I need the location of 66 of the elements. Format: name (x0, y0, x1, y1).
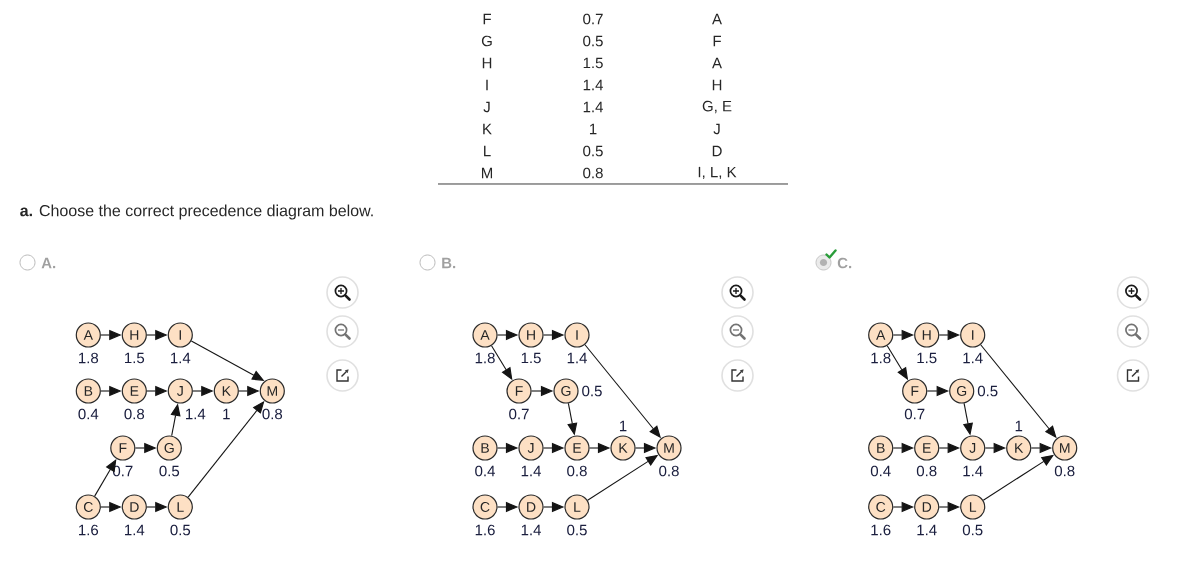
duration-label: 1.4 (963, 465, 983, 477)
duration-label: 1.4 (125, 524, 145, 536)
duration-label: 1.8 (79, 352, 99, 364)
table-cell: 0.7 (583, 13, 603, 25)
table-cell: 1 (590, 123, 597, 135)
table-cell: D (712, 145, 722, 157)
table-cell: 0.5 (583, 35, 603, 47)
duration-label: 0.7 (904, 408, 925, 420)
table-cell: L (484, 145, 491, 157)
table-cell: A (712, 13, 722, 25)
duration-label: 0.8 (659, 465, 679, 477)
duration-label: 1.4 (521, 465, 541, 477)
duration-label: 0.4 (78, 408, 99, 420)
option-label: C. (837, 257, 852, 269)
duration-label: 1.4 (171, 352, 191, 364)
duration-label: 0.8 (567, 465, 587, 477)
table-cell: G, E (702, 100, 732, 114)
table-cell: G (481, 35, 492, 47)
duration-label: 1 (223, 408, 230, 420)
duration-label: 1.6 (475, 524, 495, 536)
table-cell: K (483, 123, 492, 135)
duration-label: 1.8 (475, 352, 495, 364)
table-cell: 1.4 (583, 79, 603, 91)
question-text: a. Choose the correct precedence diagram below. (20, 204, 373, 220)
table-cell: 0.5 (583, 145, 603, 157)
duration-label: 1.4 (567, 352, 587, 364)
table-cell: I, L, K (698, 166, 737, 180)
duration-label: 0.8 (124, 408, 145, 420)
table-cell: F (483, 13, 491, 25)
table-cell: F (713, 35, 721, 47)
duration-label: 0.5 (582, 385, 602, 397)
table-cell: I (486, 79, 488, 91)
table-cell: H (712, 79, 722, 91)
duration-label: 1.4 (521, 524, 541, 536)
table-cell: A (712, 57, 722, 69)
duration-label: 0.5 (962, 524, 983, 536)
duration-label: 1.4 (917, 524, 937, 536)
option-label: A. (41, 257, 56, 269)
duration-label: 1.5 (521, 352, 541, 364)
duration-label: 0.8 (1054, 465, 1075, 477)
duration-label: 0.8 (262, 408, 283, 420)
table-cell: 1.5 (583, 57, 603, 69)
duration-label: 1.6 (871, 524, 891, 536)
duration-label: 0.5 (977, 385, 998, 397)
table-cell: M (482, 167, 492, 179)
table-cell: H (482, 57, 492, 69)
duration-label: 1.5 (917, 352, 937, 364)
duration-label: 1.4 (963, 352, 983, 364)
duration-label: 0.4 (870, 465, 891, 477)
option-label: B. (442, 257, 456, 269)
duration-label: 1.8 (871, 352, 891, 364)
table-cell: 0.8 (583, 167, 603, 179)
table-cell: J (713, 123, 720, 135)
duration-label: 1.5 (125, 352, 145, 364)
duration-label: 1 (1015, 420, 1023, 432)
duration-label: 0.5 (170, 524, 191, 536)
duration-label: 0.7 (509, 408, 529, 420)
table-cell: 1.4 (583, 101, 603, 113)
duration-label: 0.5 (567, 524, 587, 536)
duration-label: 0.4 (475, 465, 495, 477)
duration-label: 1.6 (79, 524, 99, 536)
duration-label: 1.4 (186, 408, 206, 420)
duration-label: 0.8 (916, 465, 937, 477)
duration-label: 0.5 (159, 465, 180, 477)
table-cell: J (483, 101, 490, 113)
duration-label: 1 (620, 420, 627, 432)
